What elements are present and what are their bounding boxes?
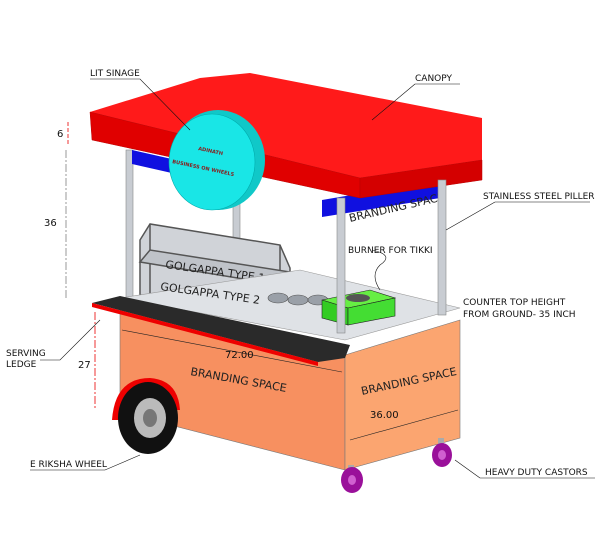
canopy	[89, 73, 483, 199]
pillar-front-left	[336, 197, 346, 334]
counter-top	[119, 269, 461, 341]
counter-height-dim: 27	[78, 360, 91, 371]
label-ledge: LEDGE	[6, 360, 37, 370]
cart-side-panel	[344, 319, 461, 471]
label-e-riksha-wheel: E RIKSHA WHEEL	[30, 460, 107, 470]
lit-signage: ADINATH BUSINESS ON WHEELS	[168, 110, 265, 211]
height-dimensions: 6 36 27	[44, 122, 96, 410]
castors	[341, 438, 452, 493]
label-canopy: CANOPY	[415, 74, 452, 84]
pillar-height-dim: 36	[44, 218, 57, 229]
label-counter-height-2: FROM GROUND- 35 INCH	[463, 310, 576, 320]
width-dim: 36.00	[370, 410, 399, 421]
e-riksha-wheel	[112, 378, 180, 454]
pillar-front-right	[437, 179, 447, 316]
label-heavy-duty-castors: HEAVY DUTY CASTORS	[485, 468, 588, 478]
label-stainless-piller: STAINLESS STEEL PILLER	[483, 192, 595, 202]
sign-line-1: ADINATH	[198, 146, 224, 157]
label-burner: BURNER FOR TIKKI	[348, 246, 433, 256]
canopy-height-dim: 6	[57, 129, 63, 140]
label-lit-sinage: LIT SINAGE	[90, 69, 140, 79]
label-counter-height-1: COUNTER TOP HEIGHT	[463, 298, 566, 308]
counter-wells	[267, 292, 329, 306]
label-serving: SERVING	[6, 349, 46, 359]
leader-lines	[30, 78, 595, 479]
length-dim: 72.00	[225, 350, 254, 361]
serving-ledge-edge	[92, 303, 318, 366]
serving-ledge	[92, 296, 350, 362]
pillar-back-left	[125, 149, 134, 301]
